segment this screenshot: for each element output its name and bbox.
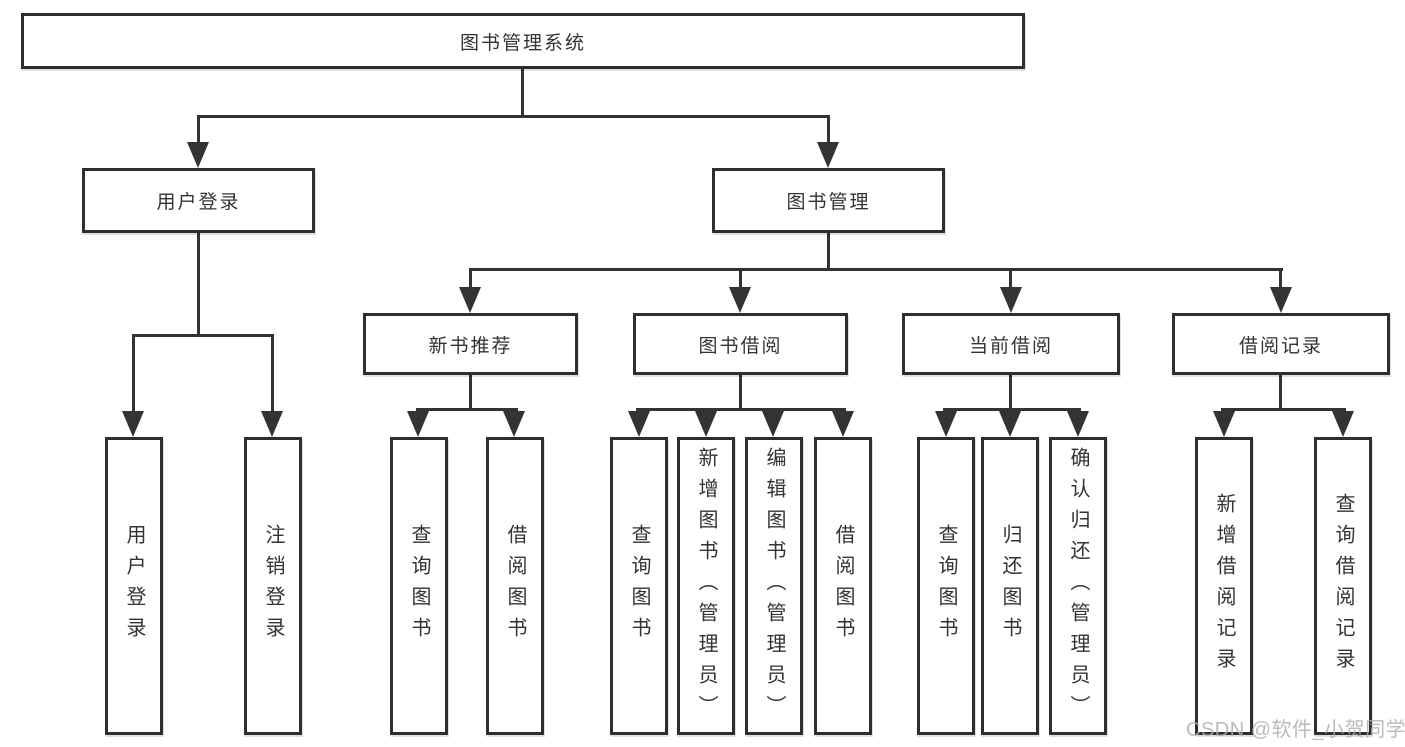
connector-line <box>739 375 742 408</box>
leaf-query-books-recommend: 查询图书 <box>390 437 448 735</box>
node-label: 图书管理 <box>786 192 871 213</box>
leaf-label: 注销登录 <box>262 524 284 648</box>
node-label: 当前借阅 <box>968 335 1053 357</box>
connector-line <box>469 268 1283 271</box>
connector-line <box>469 375 472 408</box>
leaf-label: 查询图书 <box>408 524 430 648</box>
connector-line <box>521 69 524 118</box>
node-user-login: 用户登录 <box>82 168 315 233</box>
connector-line <box>469 268 472 289</box>
arrow-down-icon <box>817 142 839 168</box>
connector-line <box>416 408 518 411</box>
csdn-watermark: CSDN @软件_小贺同学 <box>1186 719 1405 741</box>
arrow-down-icon <box>1270 287 1292 313</box>
node-label: 新书推荐 <box>428 335 513 357</box>
arrow-down-icon <box>1067 411 1089 437</box>
connector-line <box>1009 268 1012 289</box>
connector-line <box>827 233 830 271</box>
leaf-return-book: 归还图书 <box>981 437 1039 735</box>
arrow-down-icon <box>261 411 283 437</box>
leaf-edit-book-admin: 编辑图书（管理员） <box>745 437 803 735</box>
connector-line <box>197 233 200 336</box>
leaf-label: 用户登录 <box>123 524 145 648</box>
arrow-down-icon <box>935 411 957 437</box>
connector-line <box>1279 375 1282 408</box>
arrow-down-icon <box>1000 287 1022 313</box>
arrow-down-icon <box>1332 411 1354 437</box>
node-label: 图书借阅 <box>698 335 783 357</box>
connector-line <box>827 115 830 143</box>
connector-line <box>636 408 846 411</box>
node-label: 图书管理系统 <box>459 32 586 54</box>
leaf-label: 编辑图书（管理员） <box>763 446 785 726</box>
leaf-user-login: 用户登录 <box>105 437 163 735</box>
connector-line <box>739 268 742 289</box>
node-label: 用户登录 <box>156 192 241 213</box>
leaf-query-books-current: 查询图书 <box>917 437 975 735</box>
leaf-label: 新增图书（管理员） <box>695 446 717 726</box>
leaf-label: 查询借阅记录 <box>1332 493 1354 679</box>
connector-line <box>271 334 274 413</box>
node-book-management: 图书管理 <box>712 168 945 233</box>
node-current-borrowing: 当前借阅 <box>902 313 1120 375</box>
connector-line <box>1279 268 1282 289</box>
leaf-label: 确认归还（管理员） <box>1067 446 1089 726</box>
leaf-logout-login: 注销登录 <box>244 437 302 735</box>
node-library-system: 图书管理系统 <box>21 13 1025 69</box>
connector-line <box>197 115 830 118</box>
arrow-down-icon <box>999 411 1021 437</box>
arrow-down-icon <box>459 287 481 313</box>
arrow-down-icon <box>1213 411 1235 437</box>
connector-line <box>943 408 1081 411</box>
arrow-down-icon <box>729 287 751 313</box>
arrow-down-icon <box>122 411 144 437</box>
leaf-label: 借阅图书 <box>504 524 526 648</box>
connector-line <box>1221 408 1346 411</box>
leaf-add-borrow-record: 新增借阅记录 <box>1195 437 1253 735</box>
node-label: 借阅记录 <box>1238 335 1323 357</box>
leaf-borrow-books: 借阅图书 <box>814 437 872 735</box>
arrow-down-icon <box>187 142 209 168</box>
connector-line <box>132 334 274 337</box>
arrow-down-icon <box>503 411 525 437</box>
leaf-query-books-borrowing: 查询图书 <box>610 437 668 735</box>
arrow-down-icon <box>832 411 854 437</box>
leaf-label: 查询图书 <box>628 524 650 648</box>
node-borrowing-records: 借阅记录 <box>1172 313 1390 375</box>
leaf-label: 借阅图书 <box>832 524 854 648</box>
arrow-down-icon <box>628 411 650 437</box>
connector-line <box>132 334 135 413</box>
arrow-down-icon <box>695 411 717 437</box>
arrow-down-icon <box>762 411 784 437</box>
leaf-borrow-books-recommend: 借阅图书 <box>486 437 544 735</box>
leaf-label: 归还图书 <box>999 524 1021 648</box>
connector-line <box>1009 375 1012 408</box>
node-book-borrowing: 图书借阅 <box>633 313 848 375</box>
leaf-label: 新增借阅记录 <box>1213 493 1235 679</box>
leaf-label: 查询图书 <box>935 524 957 648</box>
connector-line <box>197 115 200 143</box>
arrow-down-icon <box>407 411 429 437</box>
leaf-query-borrow-record: 查询借阅记录 <box>1314 437 1372 735</box>
node-new-book-recommend: 新书推荐 <box>363 313 578 375</box>
leaf-add-book-admin: 新增图书（管理员） <box>677 437 735 735</box>
leaf-confirm-return-admin: 确认归还（管理员） <box>1049 437 1107 735</box>
